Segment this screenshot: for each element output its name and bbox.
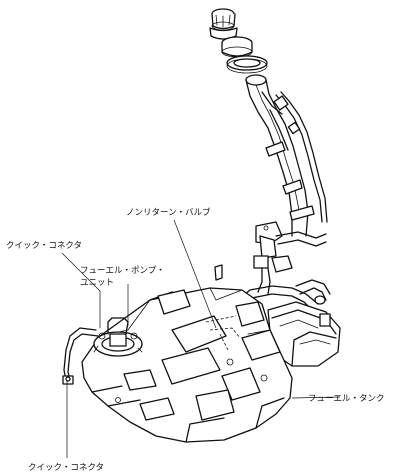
internal-dashed-line bbox=[205, 315, 241, 351]
tank-hoses bbox=[214, 264, 331, 313]
filler-cap bbox=[209, 8, 238, 40]
label-non-return-valve: ノンリターン・バルブ bbox=[126, 207, 211, 218]
label-quick-connector-top: クイック・コネクタ bbox=[6, 241, 82, 251]
vent-tube bbox=[273, 91, 328, 223]
side-module bbox=[267, 301, 341, 367]
fuel-feed-line bbox=[62, 327, 99, 385]
fuel-tank-body bbox=[81, 287, 293, 443]
label-fuel-pump-unit-line1: フューエル・ポンプ・ bbox=[80, 266, 165, 276]
leader-non-return-valve bbox=[173, 219, 217, 329]
neck-brackets bbox=[265, 141, 315, 221]
leader-lines bbox=[61, 219, 341, 458]
label-quick-connector-bottom: クイック・コネクタ bbox=[28, 463, 104, 473]
neck-joint bbox=[253, 221, 327, 295]
leader-fuel-tank bbox=[291, 396, 341, 399]
filler-gasket bbox=[226, 55, 268, 74]
label-fuel-pump-unit-line2: ユニット bbox=[80, 278, 114, 288]
label-fuel-tank: フューエル・タンク bbox=[308, 394, 385, 404]
cap-adapter bbox=[221, 36, 253, 58]
fuel-pump-unit bbox=[93, 317, 143, 357]
leader-quick-connector-top bbox=[61, 252, 101, 328]
